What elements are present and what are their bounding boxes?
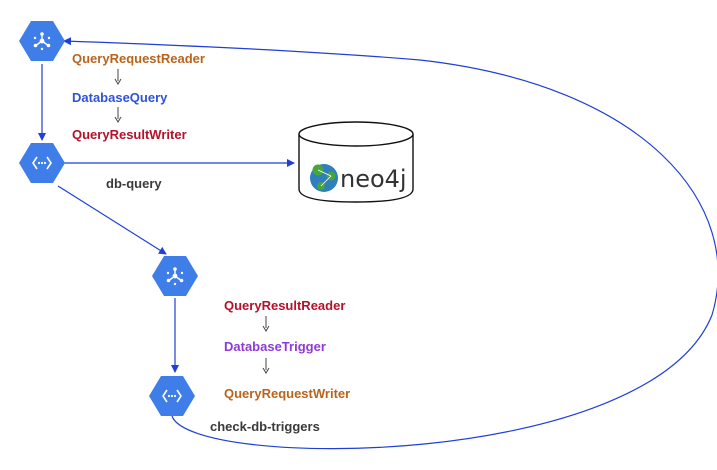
query-request-topic-node[interactable] xyxy=(19,21,65,61)
neo4j-database-icon xyxy=(310,164,338,192)
cloud-function-icon xyxy=(162,389,182,403)
pubsub-hub-icon xyxy=(33,32,51,51)
step-query-request-reader: QueryRequestReader xyxy=(72,51,205,66)
step-query-request-writer: QueryRequestWriter xyxy=(224,386,351,401)
function-name-db-query: db-query xyxy=(106,176,162,191)
check-db-triggers-function-node[interactable] xyxy=(149,376,195,416)
step-arrow-down-icon xyxy=(114,107,122,123)
step-arrow-down-icon xyxy=(114,69,122,85)
neo4j-database-cylinder-top xyxy=(298,121,414,147)
step-query-result-reader: QueryResultReader xyxy=(224,298,346,313)
cloud-function-icon xyxy=(32,156,52,170)
step-database-query: DatabaseQuery xyxy=(72,90,168,105)
pubsub-hub-icon xyxy=(166,267,184,286)
function-name-check-db-triggers: check-db-triggers xyxy=(210,419,320,434)
query-result-topic-node[interactable] xyxy=(152,256,198,296)
step-query-result-writer: QueryResultWriter xyxy=(72,127,187,142)
connector-db-query-to-result-topic xyxy=(57,185,167,255)
step-arrow-down-icon xyxy=(262,316,270,332)
step-database-trigger: DatabaseTrigger xyxy=(224,339,326,354)
connector-loop-back-to-request-topic xyxy=(63,37,717,450)
db-query-function-node[interactable] xyxy=(19,143,65,183)
connectors xyxy=(38,37,717,450)
step-arrow-down-icon xyxy=(262,358,270,374)
neo4j-logo-text: neo4j xyxy=(340,165,407,193)
neo4j-database[interactable]: neo4j xyxy=(298,121,414,203)
